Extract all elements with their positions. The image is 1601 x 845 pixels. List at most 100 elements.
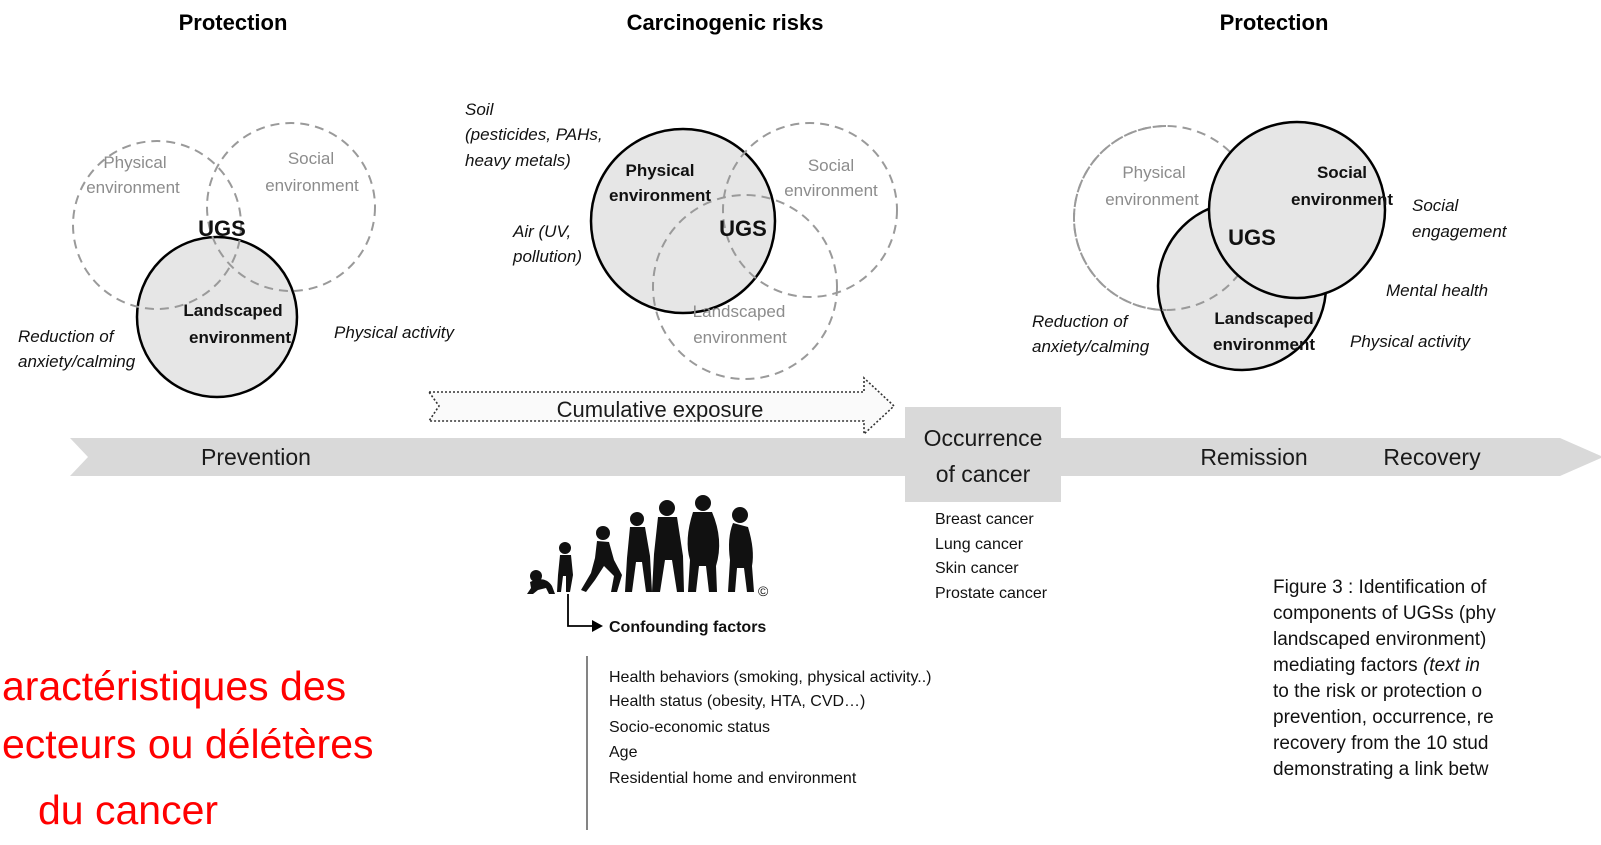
timeline-occurrence-1: Occurrence — [924, 425, 1043, 451]
cumulative-exposure-arrow: Cumulative exposure — [427, 376, 896, 436]
silhouette-part — [596, 526, 610, 540]
silhouette-part — [625, 527, 652, 592]
header-carcinogenic-risks: Carcinogenic risks — [627, 10, 824, 35]
cancer-item: Breast cancer — [935, 511, 1034, 528]
caption-line: to the risk or protection o — [1273, 681, 1482, 702]
cumulative-exposure-shape — [427, 376, 896, 436]
silhouette-part — [630, 512, 644, 526]
right-venn: Physical environment Social environment … — [1032, 120, 1508, 372]
confounding-item: Socio-economic status — [609, 719, 770, 736]
timeline-recovery: Recovery — [1383, 444, 1481, 470]
middle-physical-label-2: environment — [609, 186, 711, 205]
right-effect-physical-activity: Physical activity — [1350, 332, 1471, 351]
right-physical-label-2: environment — [1105, 190, 1199, 209]
right-effect-social-2: engagement — [1412, 222, 1508, 241]
caption-line: recovery from the 10 stud — [1273, 733, 1488, 754]
confounding-item: Health status (obesity, HTA, CVD…) — [609, 693, 865, 710]
middle-air-label-1: Air (UV, — [512, 222, 571, 241]
right-physical-label-1: Physical — [1122, 163, 1185, 182]
right-effect-reduction-2: anxiety/calming — [1032, 337, 1150, 356]
middle-landscaped-label-2: environment — [693, 328, 787, 347]
confounding-item: Age — [609, 744, 638, 761]
left-physical-label-2: environment — [86, 178, 180, 197]
timeline-remission: Remission — [1200, 444, 1307, 470]
cancer-list: Breast cancer Lung cancer Skin cancer Pr… — [935, 511, 1048, 602]
middle-physical-label-1: Physical — [626, 161, 695, 180]
silhouette-part — [659, 500, 675, 516]
middle-soil-label-2: (pesticides, PAHs, — [465, 125, 603, 144]
silhouette-part — [530, 570, 542, 582]
timeline-arrow: Prevention Occurrence of cancer Remissio… — [70, 407, 1601, 502]
cancer-item: Skin cancer — [935, 560, 1019, 577]
middle-social-circle — [722, 122, 898, 298]
copyright-symbol: © — [758, 583, 769, 599]
cancer-item: Lung cancer — [935, 536, 1024, 553]
left-effect-reduction-2: anxiety/calming — [18, 352, 136, 371]
middle-social-label-1: Social — [808, 156, 854, 175]
header-right-protection: Protection — [1220, 10, 1329, 35]
left-social-label-2: environment — [265, 176, 359, 195]
middle-ugs-label: UGS — [719, 216, 767, 241]
right-ugs-label: UGS — [1228, 225, 1276, 250]
middle-landscaped-circle — [652, 194, 838, 380]
middle-physical-circle — [589, 127, 777, 315]
silhouette-part — [527, 579, 555, 594]
silhouette-part — [559, 542, 571, 554]
caption-line: Figure 3 : Identification of — [1273, 577, 1487, 598]
confounding-connector — [567, 594, 592, 627]
middle-landscaped-label-1: Landscaped — [693, 302, 786, 321]
left-venn: Physical environment Social environment … — [18, 122, 455, 399]
left-landscaped-label-2: environment — [189, 328, 291, 347]
timeline-occurrence-2: of cancer — [936, 461, 1031, 487]
occurrence-box — [905, 407, 1061, 502]
confounding-item: Residential home and environment — [609, 770, 857, 787]
silhouette-part — [652, 517, 684, 592]
left-physical-circle — [72, 140, 242, 310]
silhouette-part — [728, 523, 754, 592]
silhouette-part — [687, 512, 720, 592]
caption-line: prevention, occurrence, re — [1273, 707, 1494, 728]
right-effect-mental-health: Mental health — [1386, 281, 1488, 300]
cancer-item: Prostate cancer — [935, 585, 1048, 602]
caption-line: demonstrating a link betw — [1273, 759, 1489, 780]
right-effect-reduction-1: Reduction of — [1032, 312, 1130, 331]
header-left-protection: Protection — [179, 10, 288, 35]
timeline-arrow-body — [70, 438, 1601, 476]
middle-air-label-2: pollution) — [512, 247, 582, 266]
figure-caption: Figure 3 : Identification of components … — [1273, 577, 1496, 780]
left-effect-physical-activity: Physical activity — [334, 323, 455, 342]
cumulative-exposure-label: Cumulative exposure — [557, 397, 764, 422]
left-ugs-label: UGS — [198, 216, 246, 241]
left-landscaped-circle — [135, 235, 299, 399]
middle-venn: Physical environment Social environment … — [465, 100, 898, 380]
right-effect-social-1: Social — [1412, 196, 1460, 215]
left-social-circle — [206, 122, 376, 292]
left-physical-label-1: Physical — [103, 153, 166, 172]
middle-soil-label-3: heavy metals) — [465, 151, 571, 170]
caption-line: landscaped environment) — [1273, 629, 1486, 650]
right-landscaped-label-2: environment — [1213, 335, 1315, 354]
right-physical-circle-front-arc — [1073, 125, 1167, 311]
right-social-label-2: environment — [1291, 190, 1393, 209]
caption-line: mediating factors (text in — [1273, 655, 1480, 676]
red-overlay-text: aractéristiques des ecteurs ou délétères… — [2, 663, 374, 833]
left-effect-reduction-1: Reduction of — [18, 327, 116, 346]
confounding-title: Confounding factors — [609, 619, 766, 636]
confounding-factors: Confounding factors Health behaviors (sm… — [567, 594, 932, 830]
caption-line: components of UGSs (phy — [1273, 603, 1496, 624]
ageing-silhouettes-image — [527, 495, 754, 594]
confounding-arrowhead — [592, 620, 603, 632]
caption-italic-part: (text in — [1423, 655, 1480, 676]
middle-soil-label-1: Soil — [465, 100, 495, 119]
timeline-prevention: Prevention — [201, 444, 311, 470]
red-overlay-line: ecteurs ou délétères — [2, 721, 374, 767]
left-landscaped-label-1: Landscaped — [183, 301, 282, 320]
left-social-label-1: Social — [288, 149, 334, 168]
right-social-label-1: Social — [1317, 163, 1367, 182]
silhouette-part — [581, 541, 622, 592]
right-social-circle — [1207, 120, 1387, 300]
silhouette-part — [557, 555, 573, 592]
red-overlay-line: du cancer — [38, 787, 218, 833]
right-landscaped-label-1: Landscaped — [1214, 309, 1313, 328]
